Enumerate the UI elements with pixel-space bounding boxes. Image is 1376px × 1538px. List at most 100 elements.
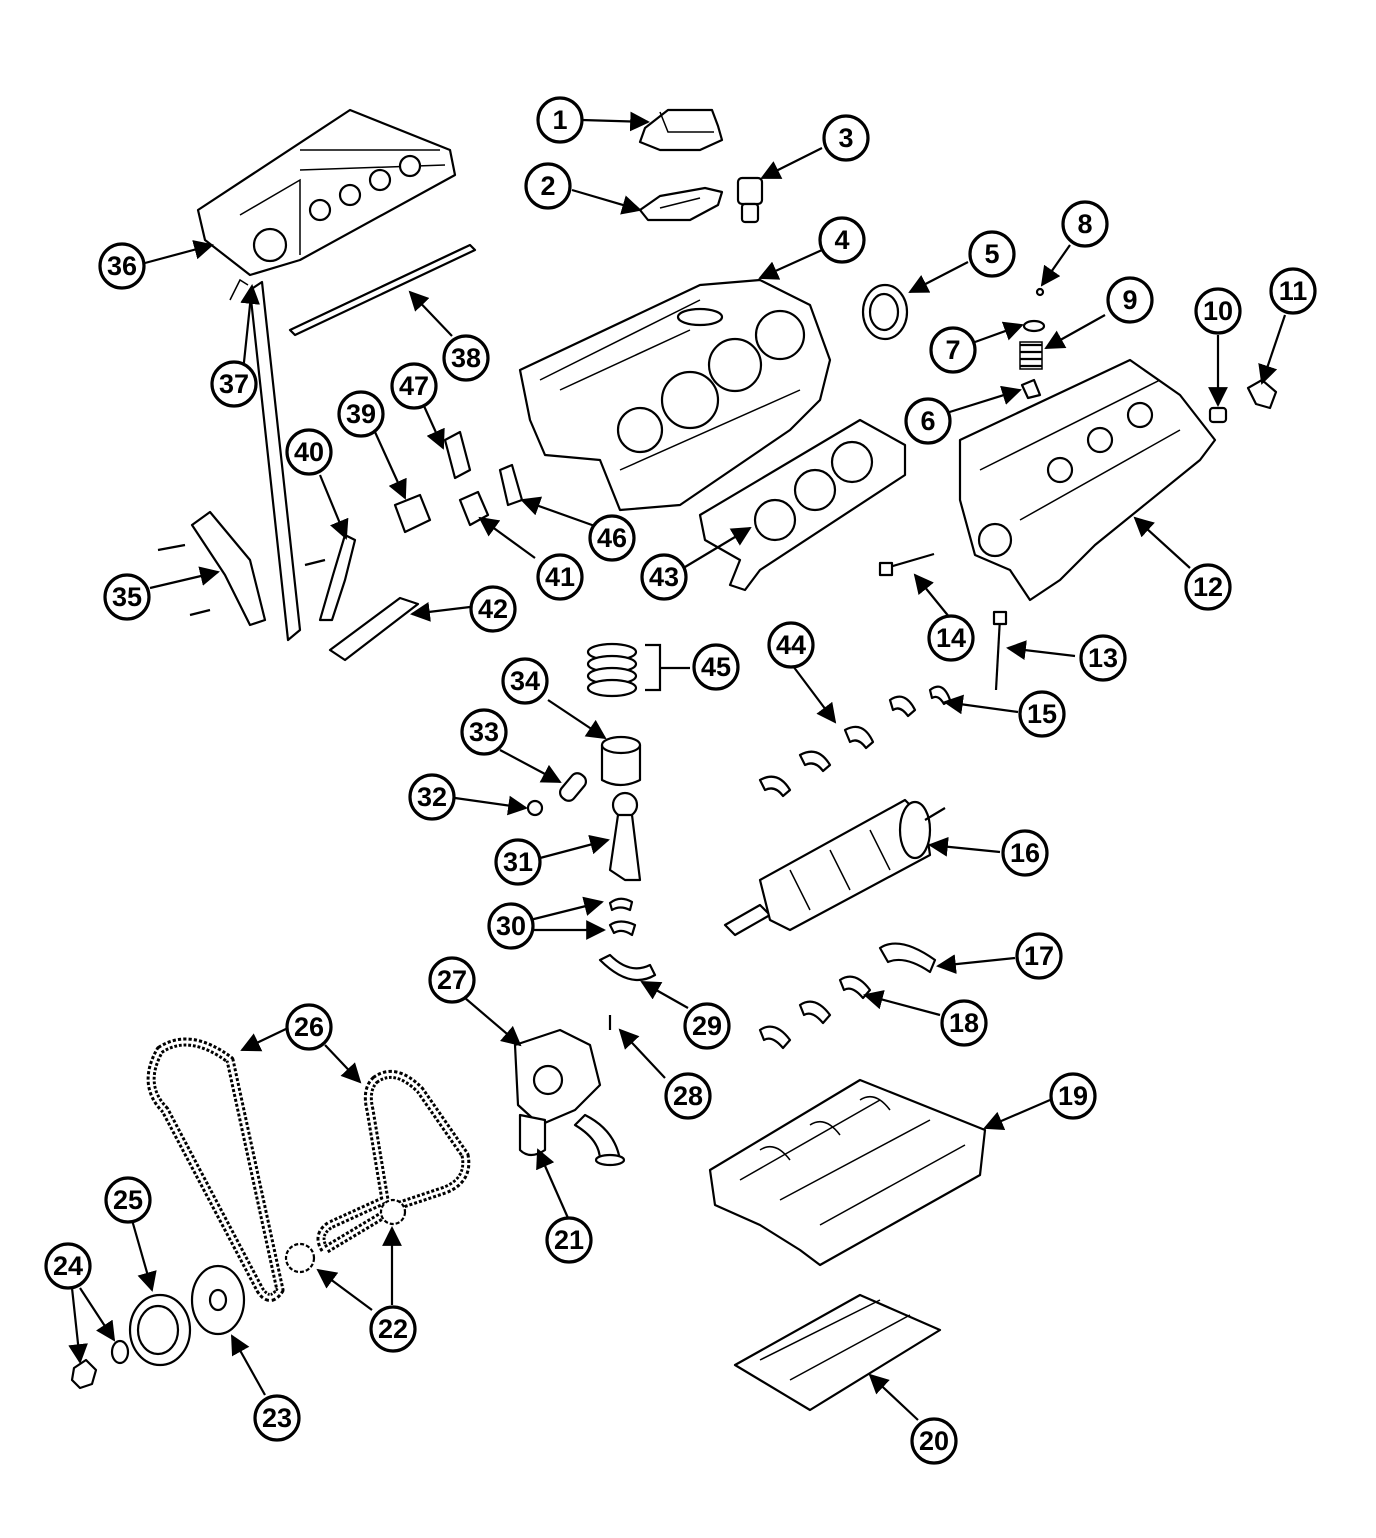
callout-25: 25: [104, 1176, 152, 1224]
callout-circle: [1106, 276, 1154, 324]
callout-33: 33: [460, 708, 508, 756]
callout-circle: [210, 360, 258, 408]
callout-circle: [369, 1305, 417, 1353]
callout-circle: [927, 614, 975, 662]
callout-circle: [1079, 634, 1127, 682]
part-38-head-gasket: [288, 243, 477, 337]
callout-circle: [390, 362, 438, 410]
callout-circle: [524, 162, 572, 210]
callout-circle: [968, 230, 1016, 278]
callout-label: 44: [776, 630, 806, 660]
callout-46: 46: [588, 514, 636, 562]
callout-label: 4: [834, 225, 849, 255]
part-27-oil-pump: [513, 1028, 602, 1127]
callout-label: 11: [1279, 276, 1308, 306]
part-9-spring: [1019, 341, 1043, 370]
part-19-lower-crankcase: [708, 1078, 987, 1267]
callout-label: 45: [701, 652, 731, 682]
callout-3: 3: [822, 114, 870, 162]
callout-circle: [640, 553, 688, 601]
callout-circle: [910, 1417, 958, 1465]
part-7-retainer: [1022, 319, 1046, 333]
part-26-timing-chain-left: [146, 1037, 285, 1302]
callout-label: 38: [451, 343, 481, 373]
part-8-keeper: [1035, 287, 1045, 297]
callout-9: 9: [1106, 276, 1154, 324]
callout-label: 25: [113, 1185, 143, 1215]
callout-7: 7: [929, 326, 977, 374]
part-35-tensioner-arm: [157, 510, 267, 627]
part-30-bearing-lower: [608, 920, 637, 937]
callout-circle: [428, 956, 476, 1004]
callout-circle: [536, 553, 584, 601]
callout-label: 27: [437, 965, 467, 995]
callout-circle: [253, 1394, 301, 1442]
callout-circle: [460, 708, 508, 756]
callout-circle: [501, 657, 549, 705]
callout-8: 8: [1061, 200, 1109, 248]
callout-label: 10: [1203, 296, 1233, 326]
callout-label: 20: [919, 1426, 949, 1456]
callout-label: 13: [1088, 643, 1118, 673]
callout-label: 18: [949, 1008, 979, 1038]
callout-40: 40: [285, 428, 333, 476]
callout-circle: [929, 326, 977, 374]
part-29-rod-cap: [598, 953, 657, 982]
callout-16: 16: [1001, 829, 1049, 877]
callout-circle: [408, 773, 456, 821]
part-30-bearing-upper: [608, 897, 634, 912]
part-32-clip: [526, 799, 544, 817]
callout-circle: [1049, 1072, 1097, 1120]
callout-circle: [487, 902, 535, 950]
part-11-fitting: [1246, 378, 1278, 410]
callout-circle: [1194, 287, 1242, 335]
callout-circle: [818, 216, 866, 264]
part-44-bearings: [758, 725, 875, 798]
callout-10: 10: [1194, 287, 1242, 335]
callout-27: 27: [428, 956, 476, 1004]
callout-32: 32: [408, 773, 456, 821]
callout-label: 23: [262, 1403, 292, 1433]
part-45-piston-rings: [586, 642, 638, 698]
part-20-baffle: [733, 1293, 942, 1412]
part-31-connecting-rod: [608, 791, 642, 882]
callout-6: 6: [904, 397, 952, 445]
callout-label: 24: [53, 1251, 83, 1281]
callout-circle: [1018, 690, 1066, 738]
callout-45: 45: [692, 643, 740, 691]
callout-circle: [692, 643, 740, 691]
callout-label: 14: [936, 623, 966, 653]
callout-29: 29: [683, 1002, 731, 1050]
callout-circle: [285, 428, 333, 476]
callout-4: 4: [818, 216, 866, 264]
callout-35: 35: [103, 573, 151, 621]
callout-circle: [442, 334, 490, 382]
callout-circle: [469, 585, 517, 633]
callout-circle: [337, 390, 385, 438]
callout-label: 5: [984, 239, 999, 269]
callout-circle: [536, 96, 584, 144]
callout-label: 2: [540, 171, 555, 201]
part-22-sprockets: [284, 1198, 407, 1274]
callout-label: 28: [673, 1081, 703, 1111]
part-33-piston-pin: [558, 772, 588, 802]
callout-label: 1: [552, 105, 567, 135]
callout-label: 40: [294, 437, 324, 467]
part-43-block-gasket: [698, 418, 907, 592]
callout-label: 3: [838, 123, 853, 153]
callout-34: 34: [501, 657, 549, 705]
callout-circle: [545, 1216, 593, 1264]
part-17-bearing: [878, 942, 937, 974]
part-46-arm: [498, 463, 524, 507]
callout-label: 29: [692, 1011, 722, 1041]
part-12-cylinder-head: [958, 358, 1217, 602]
callout-circle: [822, 114, 870, 162]
part-47-arm: [443, 430, 472, 480]
callout-label: 9: [1122, 285, 1137, 315]
callout-label: 32: [417, 782, 447, 812]
callout-label: 43: [649, 562, 679, 592]
callout-circle: [940, 999, 988, 1047]
callout-22: 22: [369, 1305, 417, 1353]
callout-14: 14: [927, 614, 975, 662]
